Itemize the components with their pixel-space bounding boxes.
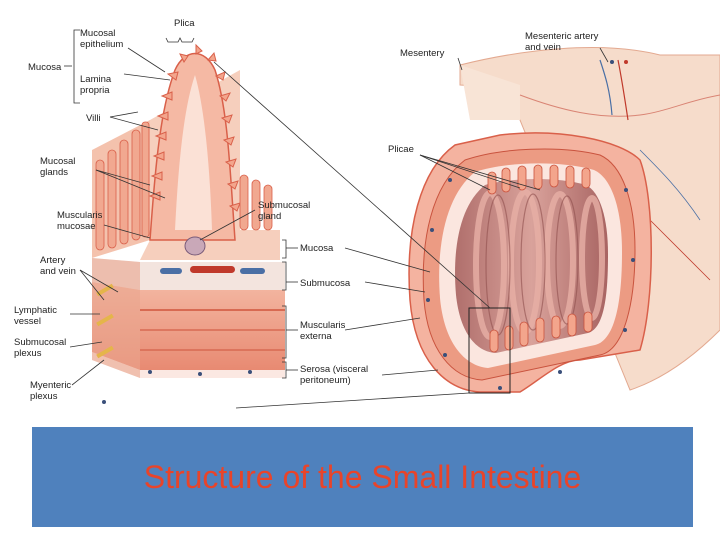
label-villi: Villi xyxy=(86,113,101,124)
leader-lines xyxy=(64,29,609,409)
caption-bar: Structure of the Small Intestine xyxy=(32,427,693,527)
label-mesentery: Mesentery xyxy=(400,48,445,59)
label-plicae: Plicae xyxy=(388,144,414,155)
label-submucosa: Submucosa xyxy=(300,278,351,289)
label-mucosa-right: Mucosa xyxy=(300,243,334,254)
intestine-cross-section xyxy=(408,47,720,394)
label-plica: Plica xyxy=(174,18,195,29)
tissue-block xyxy=(92,43,285,404)
caption-title: Structure of the Small Intestine xyxy=(143,458,582,495)
label-mucosa-left: Mucosa xyxy=(28,62,62,73)
